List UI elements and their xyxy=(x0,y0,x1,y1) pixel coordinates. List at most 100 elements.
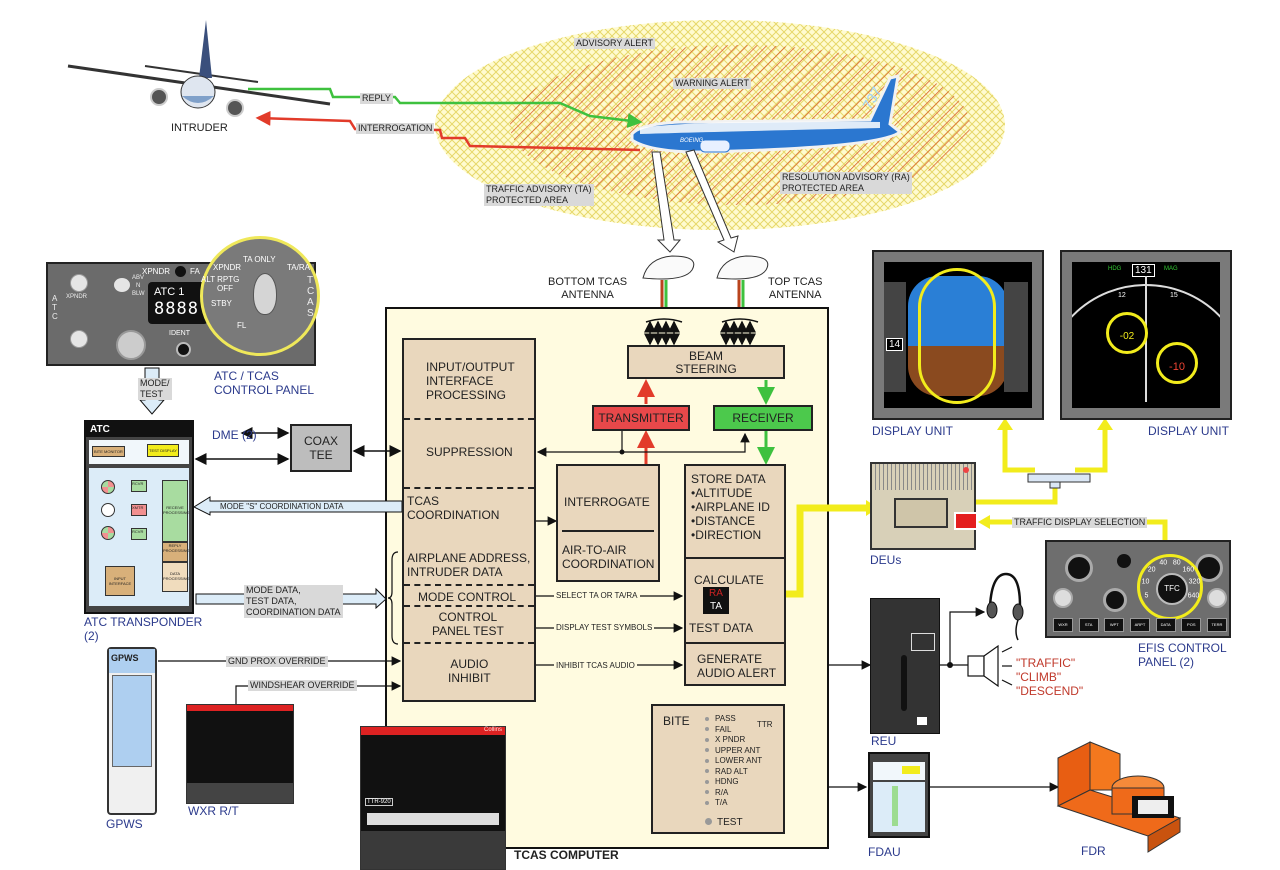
ta-protected-area-label: TRAFFIC ADVISORY (TA)PROTECTED AREA xyxy=(484,184,594,206)
bite-indicator: T/A xyxy=(705,798,762,809)
reu-unit xyxy=(870,598,940,734)
reply-signal-line xyxy=(248,87,643,128)
efis-button[interactable]: WXR xyxy=(1053,618,1073,632)
receive-processing-block: RECEIVE PROCESSING xyxy=(162,480,190,542)
display-test-label: DISPLAY TEST SYMBOLS xyxy=(554,623,655,632)
efis-mins-knob[interactable] xyxy=(1065,554,1093,582)
indicator-light-icon xyxy=(705,769,709,774)
efis-button[interactable]: ARPT xyxy=(1129,618,1150,632)
control-panel-test-label: CONTROL PANEL TEST xyxy=(432,610,504,638)
wxr-unit xyxy=(186,704,294,804)
indicator-light-icon xyxy=(705,748,709,753)
abv-n-blw-switch[interactable] xyxy=(114,278,130,292)
advisory-alert-label: ADVISORY ALERT xyxy=(574,38,656,49)
reply-label: REPLY xyxy=(360,93,393,104)
indicator-light-icon xyxy=(705,758,709,763)
bottom-tcas-antenna-icon xyxy=(642,255,695,310)
interrogate-block xyxy=(556,464,660,582)
reu-caption: REU xyxy=(871,734,897,748)
efis-fpv-button[interactable] xyxy=(1117,554,1131,568)
efis-button[interactable]: DATA xyxy=(1155,618,1176,632)
efis-mode-knob[interactable] xyxy=(1103,588,1127,612)
tcas-mode-knob[interactable] xyxy=(253,273,277,315)
atc-side-label: ATC xyxy=(52,294,58,321)
xpndr-fail-light xyxy=(175,266,186,277)
io-interface-processing-label: INPUT/OUTPUT INTERFACE PROCESSING xyxy=(426,360,515,402)
reply-processing-block: REPLY PROCESSING xyxy=(162,542,190,562)
pfd-highlight-ring xyxy=(918,268,996,404)
fdr-caption: FDR xyxy=(1081,844,1106,858)
inhibit-audio-label: INHIBIT TCAS AUDIO xyxy=(554,661,637,670)
windshear-override-label: WINDSHEAR OVERRIDE xyxy=(248,680,357,691)
transmitter-block: TRANSMITTER xyxy=(592,405,690,431)
io-interface-block xyxy=(402,338,536,702)
tcas-computer-unit: Collins TTR-920 xyxy=(360,726,506,870)
receiver-block: RECEIVER xyxy=(713,405,813,431)
indicator-light-icon xyxy=(705,737,709,742)
efis-range-label: 160 xyxy=(1182,566,1195,574)
fdau-unit xyxy=(868,752,930,838)
xpndr-selector-knob[interactable] xyxy=(70,274,88,292)
headset-icon xyxy=(986,572,1024,641)
efis-button[interactable]: TERR xyxy=(1206,618,1227,632)
atc-large-knob[interactable] xyxy=(116,330,146,360)
traffic-display-selection-label: TRAFFIC DISPLAY SELECTION xyxy=(1012,517,1148,528)
processor-block xyxy=(684,464,786,686)
efis-button[interactable]: POS xyxy=(1181,618,1202,632)
store-data-label: STORE DATA •ALTITUDE •AIRPLANE ID •DISTA… xyxy=(691,472,770,542)
ident-label: IDENT xyxy=(169,330,190,337)
interrogation-signal-line xyxy=(255,110,641,152)
bite-monitor-block: BITE MONITOR xyxy=(92,446,125,457)
atc-transponder: ATC BITE MONITOR TEST DISPLAY RECEIVE PR… xyxy=(84,420,194,614)
efis-button-row: WXR STA WPT ARPT DATA POS TERR xyxy=(1053,618,1227,632)
atc-transponder-caption: ATC TRANSPONDER(2) xyxy=(84,615,203,643)
input-interface-block: INPUT INTERFACE xyxy=(105,566,135,596)
data-processing-block: DATA PROCESSING xyxy=(162,562,190,592)
efis-button[interactable]: STA xyxy=(1078,618,1099,632)
nd-heading-box: 131 xyxy=(1132,264,1155,277)
beam-steering-block: BEAM STEERING xyxy=(627,345,785,379)
ident-button[interactable] xyxy=(176,342,191,357)
rcvr-1-block: RCVR xyxy=(131,480,147,492)
test-button-icon xyxy=(705,818,712,825)
tcas-coordination-label: TCAS COORDINATION xyxy=(407,494,500,522)
mode-control-label: MODE CONTROL xyxy=(418,590,517,604)
efis-vor2-switch[interactable] xyxy=(1207,588,1227,608)
fdau-caption: FDAU xyxy=(868,845,901,859)
efis-button[interactable]: WPT xyxy=(1104,618,1125,632)
display-unit-left-caption: DISPLAY UNIT xyxy=(872,424,953,438)
efis-vor1-switch[interactable] xyxy=(1053,588,1073,608)
nd-traffic-ra-ring: -10 xyxy=(1156,342,1198,384)
display-data-bus xyxy=(776,504,866,598)
atc-code-display: ATC 1 8888 xyxy=(148,282,208,324)
deus-caption: DEUs xyxy=(870,553,902,567)
atc-transponder-title: ATC xyxy=(86,422,192,437)
ttr-label: TTR xyxy=(757,720,773,729)
calculate-label: CALCULATE xyxy=(694,573,764,587)
ra-ta-indicator: RA TA xyxy=(703,587,729,614)
generate-audio-label: GENERATE AUDIO ALERT xyxy=(697,652,777,680)
mode-test-label: MODE/TEST xyxy=(138,378,172,400)
airplane-address-label: AIRPLANE ADDRESS, INTRUDER DATA xyxy=(407,551,531,579)
bite-indicator: UPPER ANT xyxy=(705,746,762,757)
aural-alerts: "TRAFFIC" "CLIMB" "DESCEND" xyxy=(1016,656,1084,698)
mixer-icon xyxy=(101,526,115,540)
bite-title: BITE xyxy=(663,714,690,728)
bite-test-button[interactable]: TEST xyxy=(705,817,743,828)
bite-indicator: PASS xyxy=(705,714,762,725)
tcas-mode-selector-magnifier[interactable]: TA ONLY TA/RA XPNDR ALT RPTG OFF STBY FL… xyxy=(200,236,320,356)
indicator-light-icon xyxy=(705,716,709,721)
suppression-label: SUPPRESSION xyxy=(426,445,513,459)
warning-alert-label: WARNING ALERT xyxy=(673,78,752,89)
deu-indicator xyxy=(954,512,978,530)
test-data-label: TEST DATA xyxy=(689,621,754,635)
altitude-source-knob[interactable] xyxy=(70,330,88,348)
deu-unit xyxy=(870,462,978,550)
